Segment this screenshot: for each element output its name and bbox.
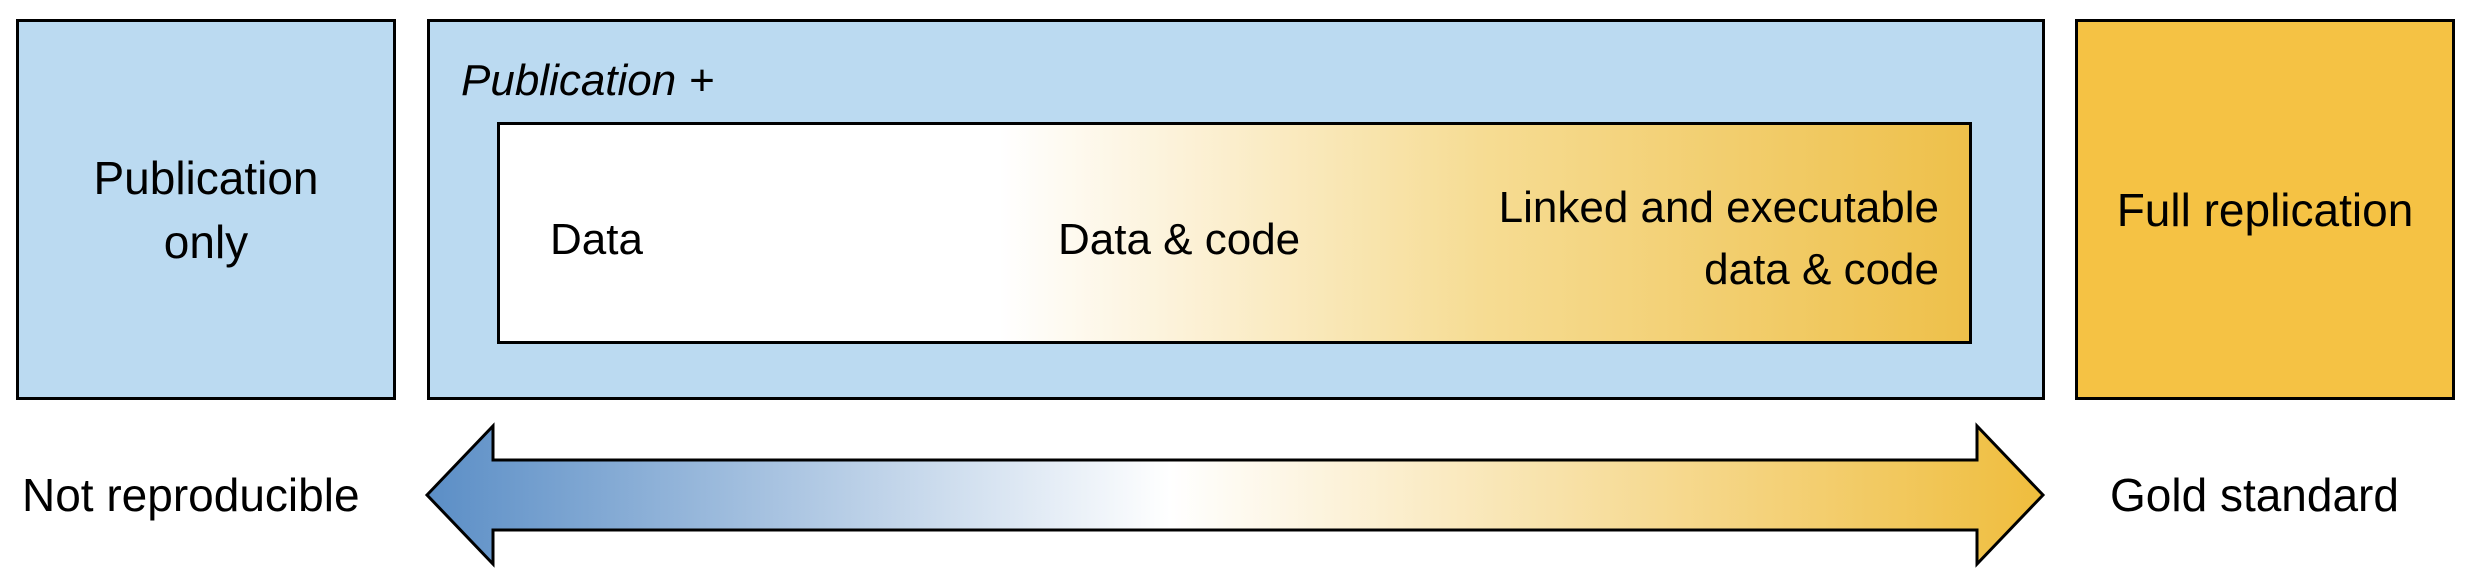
full-replication-label: Full replication <box>2116 183 2414 236</box>
level-data-code-label: Data & code <box>1058 215 1301 264</box>
not-reproducible-label: Not reproducible <box>22 469 360 521</box>
publication-only-label: Publication only <box>93 146 318 274</box>
full-replication-box: Full replication <box>2075 19 2455 400</box>
publication-only-line1: Publication <box>93 151 319 204</box>
reproducibility-levels-box: Data Data & code Linked and executable d… <box>497 122 1972 344</box>
publication-plus-title: Publication + <box>461 56 715 105</box>
level-linked-line1: Linked and executable <box>1498 183 1939 232</box>
level-data-label: Data <box>550 215 643 264</box>
level-linked-line2: data & code <box>1704 245 1939 294</box>
gold-standard-label: Gold standard <box>2110 469 2399 521</box>
level-linked-executable-label: Linked and executable data & code <box>1499 177 1939 301</box>
publication-only-line2: only <box>163 215 249 268</box>
double-arrow-shape <box>424 422 2046 568</box>
reproducibility-scale-arrow <box>424 422 2046 568</box>
publication-only-box: Publication only <box>16 19 396 400</box>
